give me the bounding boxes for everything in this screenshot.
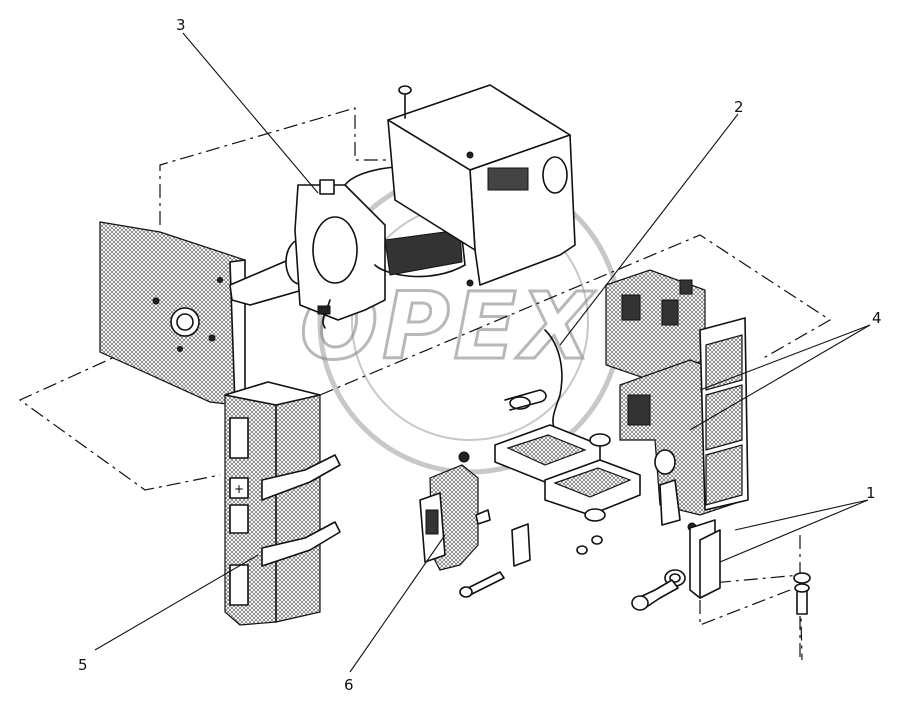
leader-lines bbox=[94, 32, 871, 673]
callout-3: 3 bbox=[176, 16, 186, 34]
part-1-bracket bbox=[631, 519, 811, 615]
contact-plate bbox=[511, 523, 531, 567]
cover-bracket bbox=[387, 84, 576, 287]
svg-text:+: + bbox=[234, 482, 244, 496]
washer-small-icon bbox=[793, 572, 811, 584]
leader-3 bbox=[182, 32, 319, 194]
top-screw-icon bbox=[398, 85, 412, 95]
leader-5 bbox=[94, 554, 259, 651]
part-5-contact-carrier: + bbox=[224, 381, 341, 626]
mounting-plate bbox=[99, 221, 246, 406]
terminal-upper bbox=[261, 454, 341, 501]
long-screw-icon bbox=[467, 571, 505, 595]
part-4-arc-chute bbox=[605, 269, 749, 532]
callout-5: 5 bbox=[78, 656, 88, 674]
leader-4 bbox=[699, 324, 871, 391]
leader-2 bbox=[559, 113, 739, 346]
terminal-lower bbox=[261, 521, 341, 567]
leader-1 bbox=[719, 499, 869, 563]
callout-labels: 1 2 3 4 5 6 bbox=[78, 16, 882, 694]
leader-6 bbox=[349, 534, 446, 673]
callout-1: 1 bbox=[866, 484, 876, 502]
callout-2: 2 bbox=[734, 98, 744, 116]
callout-4: 4 bbox=[872, 309, 882, 327]
part-2-contact-bridge bbox=[494, 329, 641, 522]
callout-6: 6 bbox=[344, 676, 354, 694]
